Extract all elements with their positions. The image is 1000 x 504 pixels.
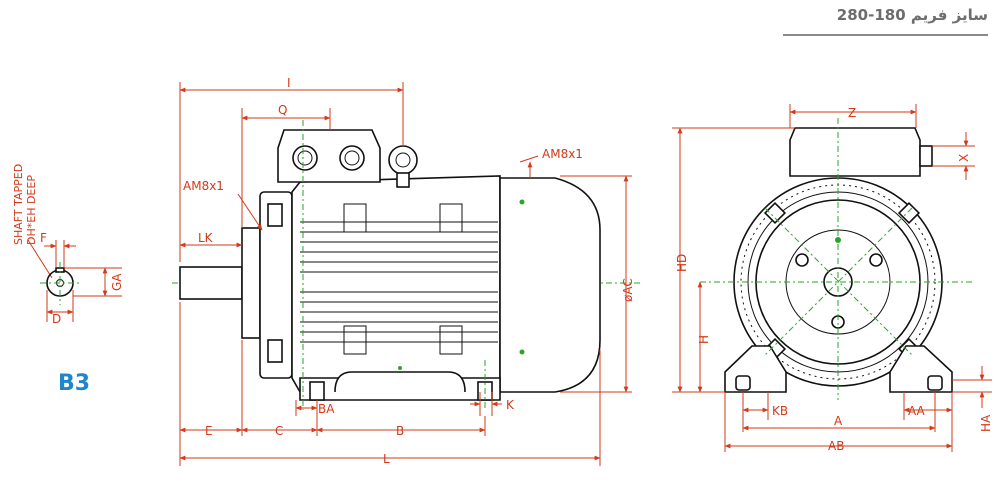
cable-gland-2 (339, 145, 365, 171)
dim-label-AM-left: AM8x1 (183, 179, 224, 193)
dim-label-AB: AB (828, 439, 844, 453)
dim-label-A: A (834, 414, 843, 428)
frame-size-title: سایز فریم 180-280 (836, 6, 988, 24)
dim-label-I: I (287, 76, 291, 90)
dim-label-LK: LK (198, 231, 214, 245)
gland-stub (919, 145, 933, 167)
dim-label-B: B (396, 424, 404, 438)
foot-hole-left (309, 381, 325, 401)
dim-label-AC: øAC (621, 278, 635, 302)
terminal-box-end (789, 127, 921, 177)
side-view: I Q AM8x1 AM8x1 LK øAC BA (172, 76, 640, 466)
dim-label-Z: Z (848, 106, 856, 120)
cable-gland-1 (292, 145, 318, 171)
bolt-top (267, 203, 283, 227)
dim-label-K: K (506, 398, 515, 412)
stator-body (291, 175, 501, 393)
foot-arch (334, 371, 466, 393)
mounting-type-label: B3 (58, 371, 91, 396)
dim-label-X: X (957, 154, 971, 162)
dim-label-L: L (383, 452, 390, 466)
shaft (179, 266, 243, 300)
leader-line (27, 239, 53, 279)
dim-label-KB: KB (772, 404, 788, 418)
dim-label-Q: Q (278, 103, 287, 117)
bolt-bottom (267, 339, 283, 363)
dim-label-C: C (275, 424, 283, 438)
dim-label-AA: AA (908, 404, 926, 418)
fan-cover (499, 177, 601, 393)
title-underline (783, 34, 988, 36)
lifting-eye (388, 145, 418, 175)
dim-label-HA: HA (979, 414, 993, 432)
dim-label-F: F (40, 231, 47, 245)
thread-depth-note: DH*EH DEEP (25, 175, 38, 245)
shaft-end-detail: SHAFT TAPPED DH*EH DEEP F GA D (12, 164, 124, 326)
dim-label-D: D (52, 312, 61, 326)
dim-label-H: H (697, 335, 711, 344)
dim-label-AM-top: AM8x1 (542, 147, 583, 161)
dim-label-HD: HD (675, 254, 689, 272)
dim-label-GA: GA (110, 273, 124, 291)
end-view: Z X HD H KB AA (672, 104, 993, 453)
shaft-tapped-note: SHAFT TAPPED (12, 164, 25, 245)
end-shield-step (241, 227, 261, 339)
dim-label-E: E (205, 424, 213, 438)
title-block: سایز فریم 180-280 (783, 6, 988, 36)
cooling-fins (300, 221, 498, 343)
dim-label-BA: BA (318, 402, 335, 416)
